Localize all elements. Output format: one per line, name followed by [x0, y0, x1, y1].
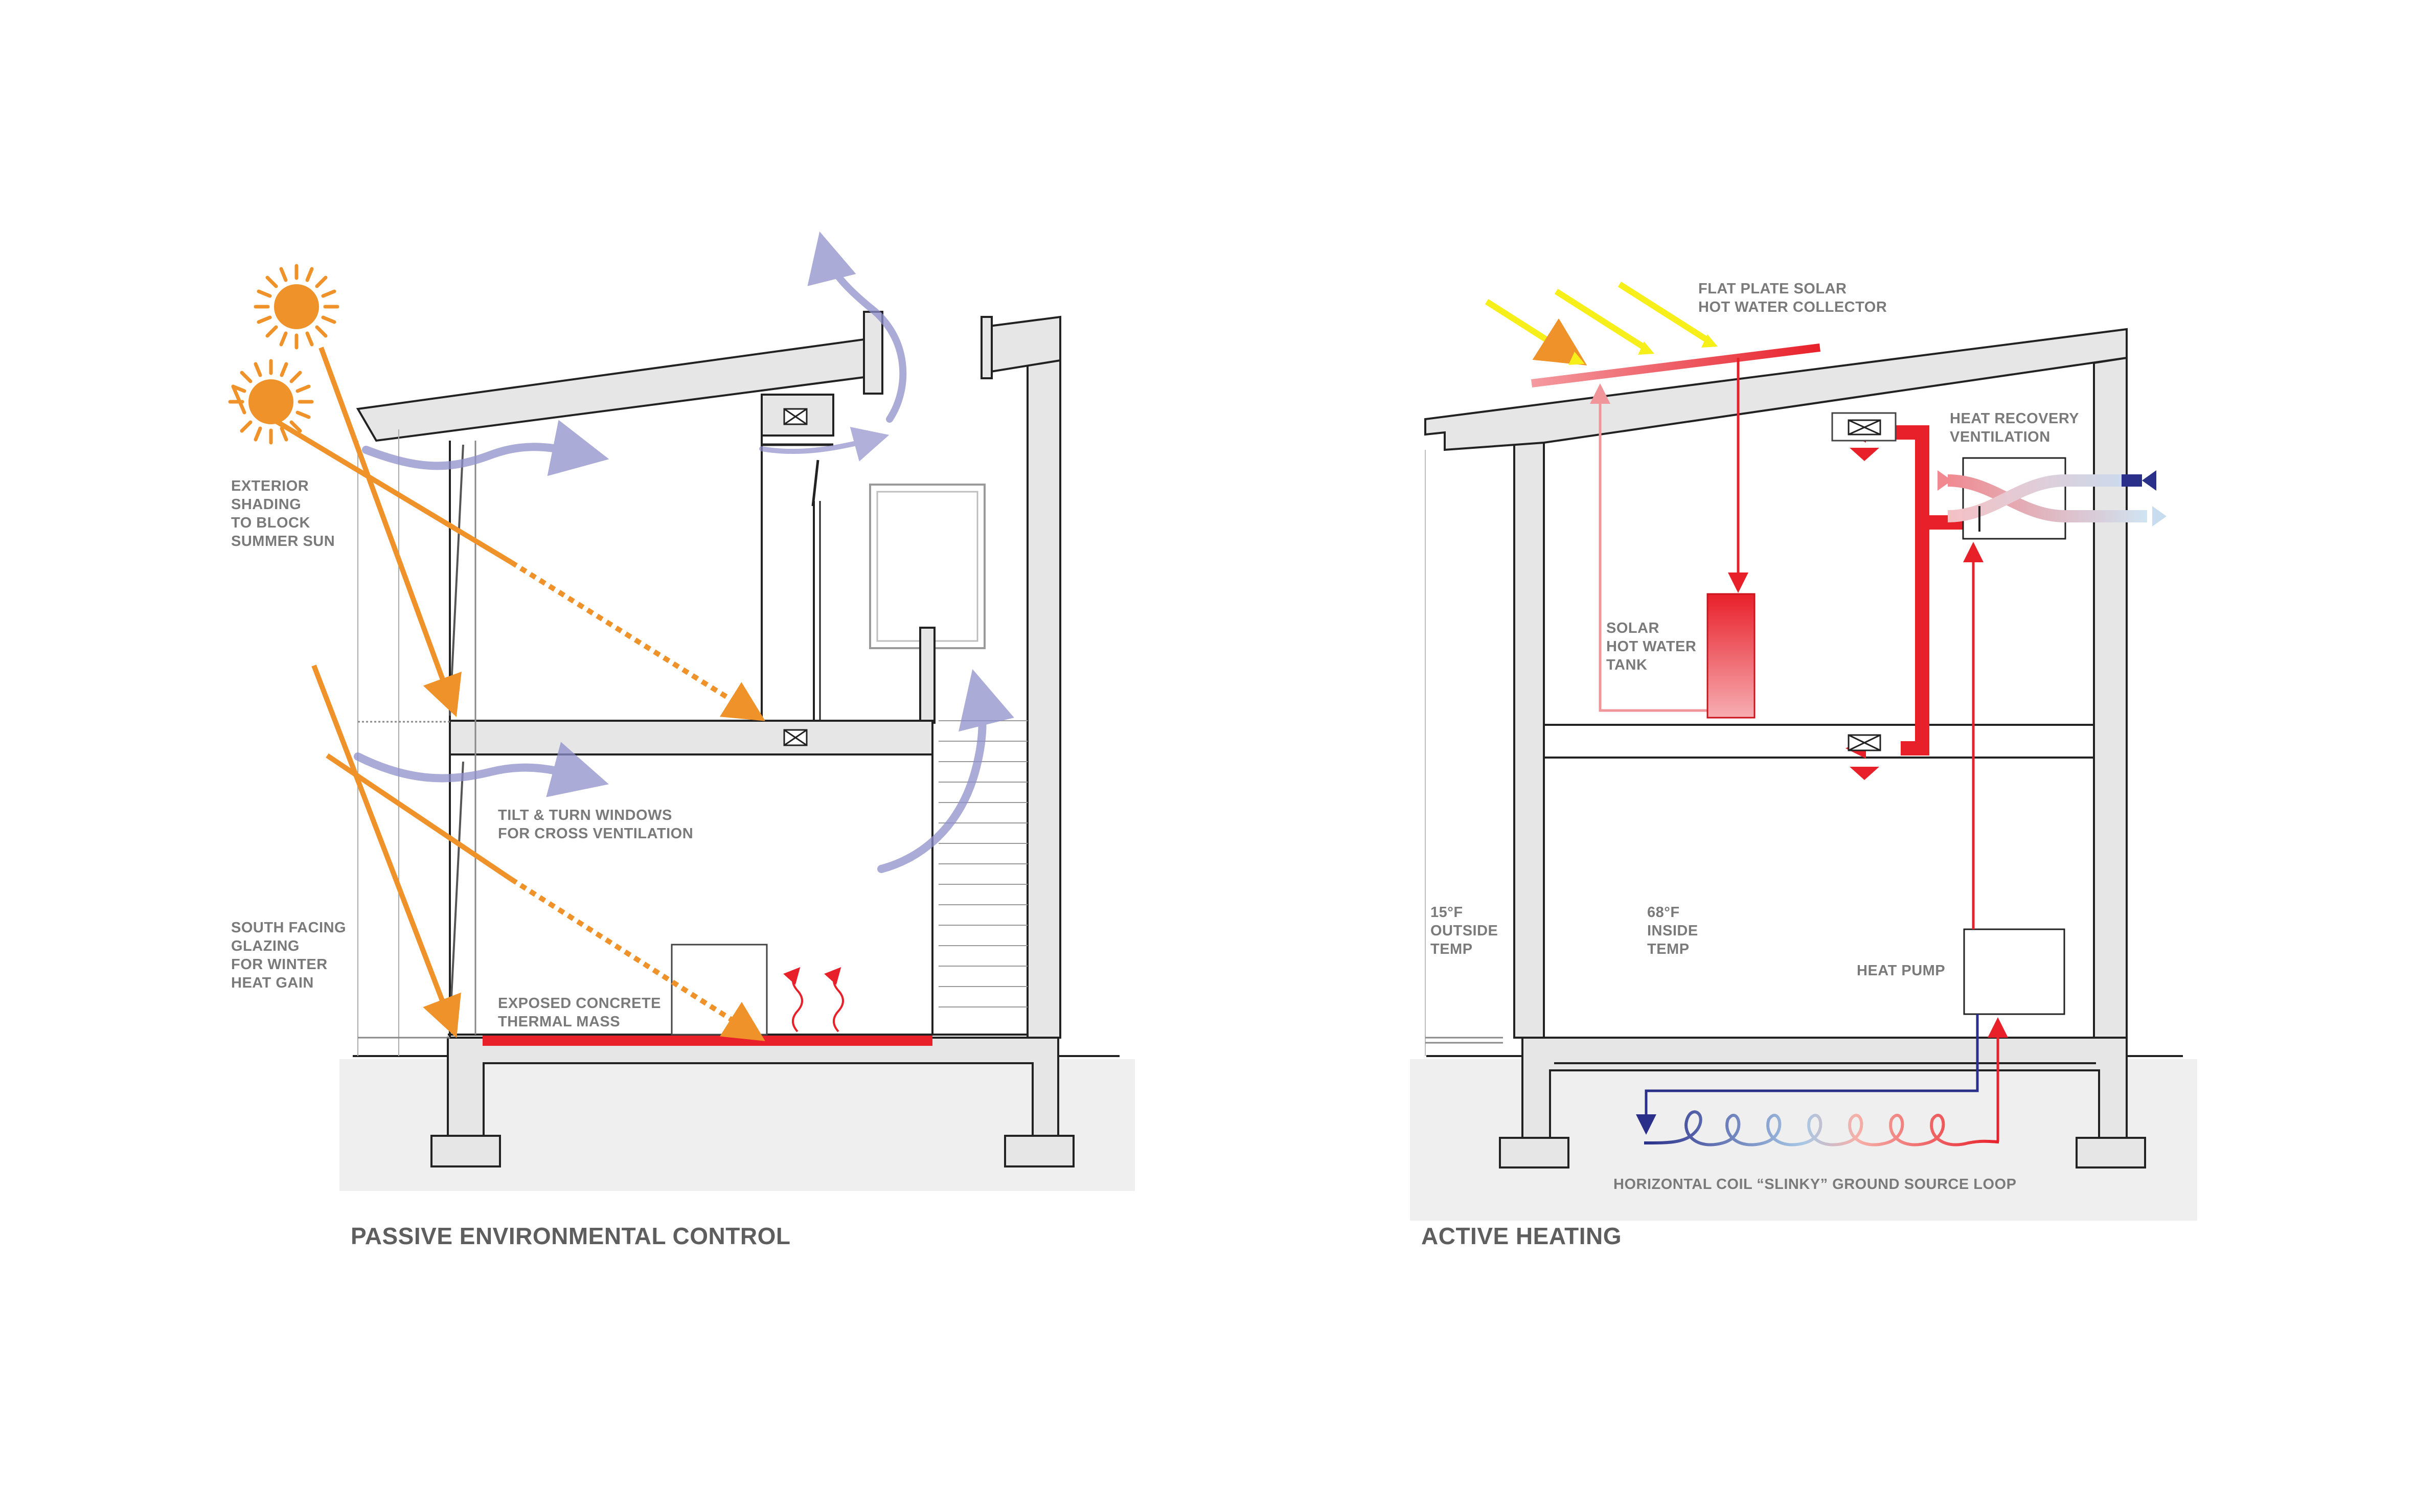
collector-arrow-3 — [1617, 281, 1712, 345]
summer-sun-icon — [254, 264, 339, 350]
active-title: ACTIVE HEATING — [1421, 1223, 1622, 1249]
summer-sun-ray — [318, 347, 462, 717]
winter-sun-ray-2-dashed — [510, 877, 765, 1041]
heat-pump — [1963, 928, 2065, 1015]
solar-hot-water-tank — [1706, 593, 1756, 719]
airflow-exhaust — [807, 231, 907, 423]
tilt-window — [762, 443, 833, 507]
airflow-upper-2 — [759, 427, 890, 462]
hrv-intake-flow — [1947, 474, 2137, 522]
winter-sun-icon — [228, 359, 314, 445]
label-thermal-mass: EXPOSED CONCRETE THERMAL MASS — [498, 995, 666, 1030]
collector-arrow-2 — [1554, 288, 1648, 352]
winter-sun-ray-2 — [326, 753, 513, 882]
active-upper-floor — [1543, 724, 2095, 759]
airflow-lower — [354, 742, 609, 797]
airflow-upper — [362, 420, 609, 476]
active-section: FLAT PLATE SOLAR HOT WATER COLLECTOR HEA… — [1410, 281, 2197, 1249]
clerestory-frame — [863, 311, 883, 395]
heat-wave-2 — [824, 967, 844, 1033]
label-tank: SOLAR HOT WATER TANK — [1606, 620, 1701, 673]
active-footing-right — [2076, 1137, 2146, 1169]
passive-right-wall — [1027, 322, 1061, 1039]
solar-collector — [1531, 343, 1820, 387]
hot-air-duct — [1896, 425, 1929, 755]
passive-title: PASSIVE ENVIRONMENTAL CONTROL — [351, 1223, 790, 1249]
active-footing-left — [1499, 1137, 1569, 1169]
collector-arrow-1 — [1485, 299, 1587, 365]
passive-section: EXTERIOR SHADING TO BLOCK SUMMER SUN TIL… — [228, 231, 1135, 1249]
clerestory-frame-r — [981, 316, 993, 379]
label-shading: EXTERIOR SHADING TO BLOCK SUMMER SUN — [231, 478, 335, 549]
passive-footing-left — [430, 1135, 501, 1167]
label-outside-temp: 15°F OUTSIDE TEMP — [1430, 904, 1502, 957]
ventilation-airflow — [354, 231, 1014, 873]
passive-footing-right — [1004, 1135, 1075, 1167]
collector-return-pipe — [1590, 383, 1707, 712]
label-collector: FLAT PLATE SOLAR HOT WATER COLLECTOR — [1698, 281, 1887, 315]
summer-sun-ray-2 — [311, 665, 461, 1038]
ground-loop-cold — [1636, 1014, 1979, 1135]
south-glazing — [357, 429, 476, 1056]
label-windows: TILT & TURN WINDOWS FOR CROSS VENTILATIO… — [498, 807, 693, 842]
heat-wave-1 — [783, 967, 803, 1033]
upper-window — [869, 484, 986, 649]
airflow-stack — [877, 669, 1014, 873]
winter-sun-ray — [254, 406, 513, 565]
label-inside-temp: 68°F INSIDE TEMP — [1647, 904, 1702, 957]
label-heat-pump: HEAT PUMP — [1857, 963, 1945, 979]
slinky-coil — [1644, 1110, 1999, 1147]
label-ground-loop: HORIZONTAL COIL “SLINKY” GROUND SOURCE L… — [1613, 1176, 2016, 1193]
passive-foundation — [447, 1037, 1059, 1137]
winter-sun-ray-dashed — [510, 560, 765, 721]
active-left-wall — [1513, 436, 1545, 1039]
label-glazing: SOUTH FACING GLAZING FOR WINTER HEAT GAI… — [231, 920, 351, 991]
label-hrv: HEAT RECOVERY VENTILATION — [1950, 410, 2083, 445]
thermal-mass-slab — [483, 1035, 932, 1046]
active-right-wall — [2093, 356, 2128, 1039]
passive-upper-floor — [449, 720, 933, 755]
